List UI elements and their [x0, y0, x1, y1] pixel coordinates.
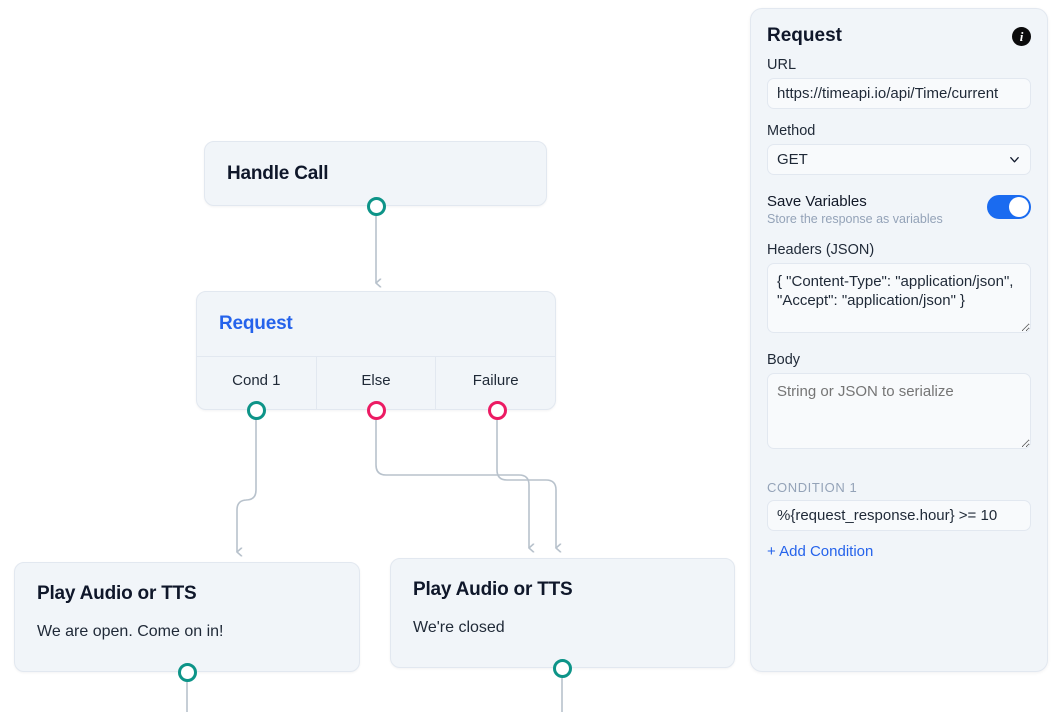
body-textarea[interactable]: [767, 373, 1031, 449]
port-label: Cond 1: [232, 371, 281, 389]
node-play-audio-tts-closed[interactable]: Play Audio or TTS We're closed: [390, 558, 735, 668]
node-play-audio-tts-closed-source-handle[interactable]: [553, 659, 572, 678]
properties-panel: Request i URL Method Save Variables Stor…: [750, 8, 1048, 672]
condition-section: CONDITION 1 + Add Condition: [767, 480, 1031, 561]
body-field-group: Body: [767, 352, 1031, 454]
condition-1-input[interactable]: [767, 500, 1031, 531]
method-select[interactable]: [767, 144, 1031, 175]
save-variables-row: Save Variables Store the response as var…: [767, 193, 1031, 226]
save-variables-description: Store the response as variables: [767, 212, 943, 226]
url-field-group: URL: [767, 57, 1031, 109]
node-title: Play Audio or TTS: [413, 579, 573, 600]
port-cond-1-handle[interactable]: [247, 401, 266, 420]
node-request[interactable]: Request Cond 1 Else Failure: [196, 291, 556, 410]
info-icon[interactable]: i: [1012, 26, 1031, 46]
port-label: Failure: [472, 371, 519, 389]
port-label: Else: [361, 371, 391, 389]
headers-label: Headers (JSON): [767, 242, 875, 258]
toggle-knob: [1009, 197, 1029, 217]
port-cond-1[interactable]: Cond 1: [197, 357, 317, 409]
node-subtitle: We are open. Come on in!: [37, 623, 224, 640]
url-input[interactable]: [767, 78, 1031, 109]
port-else-handle[interactable]: [367, 401, 386, 420]
panel-header: Request i: [767, 25, 1031, 47]
page-title: Request: [767, 25, 842, 46]
node-subtitle: We're closed: [413, 619, 505, 636]
node-title: Play Audio or TTS: [37, 583, 197, 604]
flow-canvas[interactable]: Handle Call Request Cond 1 Else Failure: [0, 0, 748, 712]
node-request-ports: Cond 1 Else Failure: [197, 357, 555, 409]
save-variables-texts: Save Variables Store the response as var…: [767, 193, 943, 226]
add-condition-button[interactable]: + Add Condition: [767, 543, 874, 560]
node-title: Handle Call: [227, 162, 329, 184]
body-label: Body: [767, 352, 801, 368]
node-request-header: Request: [197, 292, 555, 357]
node-play-audio-tts-open[interactable]: Play Audio or TTS We are open. Come on i…: [14, 562, 360, 672]
node-handle-call-source-handle[interactable]: [367, 197, 386, 216]
port-else[interactable]: Else: [317, 357, 437, 409]
url-label: URL: [767, 57, 797, 73]
headers-textarea[interactable]: { "Content-Type": "application/json", "A…: [767, 263, 1031, 333]
headers-field-group: Headers (JSON) { "Content-Type": "applic…: [767, 242, 1031, 338]
method-select-wrap: [767, 144, 1031, 175]
port-failure-handle[interactable]: [488, 401, 507, 420]
method-label: Method: [767, 123, 816, 139]
method-field-group: Method: [767, 123, 1031, 175]
node-play-audio-tts-open-source-handle[interactable]: [178, 663, 197, 682]
save-variables-toggle[interactable]: [987, 195, 1031, 219]
save-variables-label: Save Variables: [767, 193, 867, 210]
condition-1-label: CONDITION 1: [767, 480, 858, 495]
port-failure[interactable]: Failure: [436, 357, 555, 409]
node-title: Request: [219, 313, 293, 334]
